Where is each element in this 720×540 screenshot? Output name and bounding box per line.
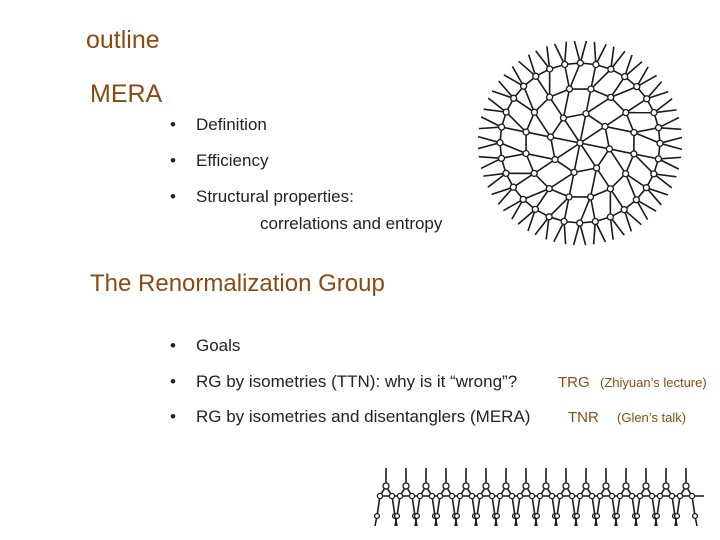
bullet-structural-properties: • Structural properties: <box>170 187 354 207</box>
bullet-text: Efficiency <box>196 151 269 170</box>
bullet-definition: • Definition <box>170 115 267 135</box>
bullet-marker: • <box>170 336 176 355</box>
bullet-text: Goals <box>196 336 241 355</box>
section-heading-rg: The Renormalization Group <box>90 270 385 297</box>
bullet-subline-correlations: correlations and entropy <box>260 214 443 233</box>
mera-strip-network-illustration <box>373 468 704 527</box>
bullet-rg-ttn: • RG by isometries (TTN): why is it “wron… <box>170 372 517 392</box>
bullet-rg-mera: • RG by isometries and disentanglers (MER… <box>170 407 530 427</box>
bullet-marker: • <box>170 187 176 206</box>
bullet-marker: • <box>170 151 176 170</box>
note-tnr-reference: (Glen’s talk) <box>617 410 687 425</box>
note-tnr: TNR <box>568 409 599 426</box>
mera-circle-network-illustration <box>477 40 683 246</box>
note-trg-reference: (Zhiyuan’s lecture) <box>600 375 707 390</box>
page-title: outline <box>86 26 160 54</box>
section-heading-mera: MERA <box>90 80 163 108</box>
bullet-text: Structural properties: <box>196 187 354 206</box>
bullet-marker: • <box>170 372 176 391</box>
bullet-marker: • <box>170 115 176 134</box>
bullet-text: Definition <box>196 115 267 134</box>
bullet-efficiency: • Efficiency <box>170 151 268 171</box>
bullet-text: RG by isometries and disentanglers (MERA… <box>196 407 531 426</box>
bullet-goals: • Goals <box>170 336 240 356</box>
note-trg: TRG <box>558 374 590 391</box>
bullet-text: RG by isometries (TTN): why is it “wrong… <box>196 372 518 391</box>
bullet-marker: • <box>170 407 176 426</box>
